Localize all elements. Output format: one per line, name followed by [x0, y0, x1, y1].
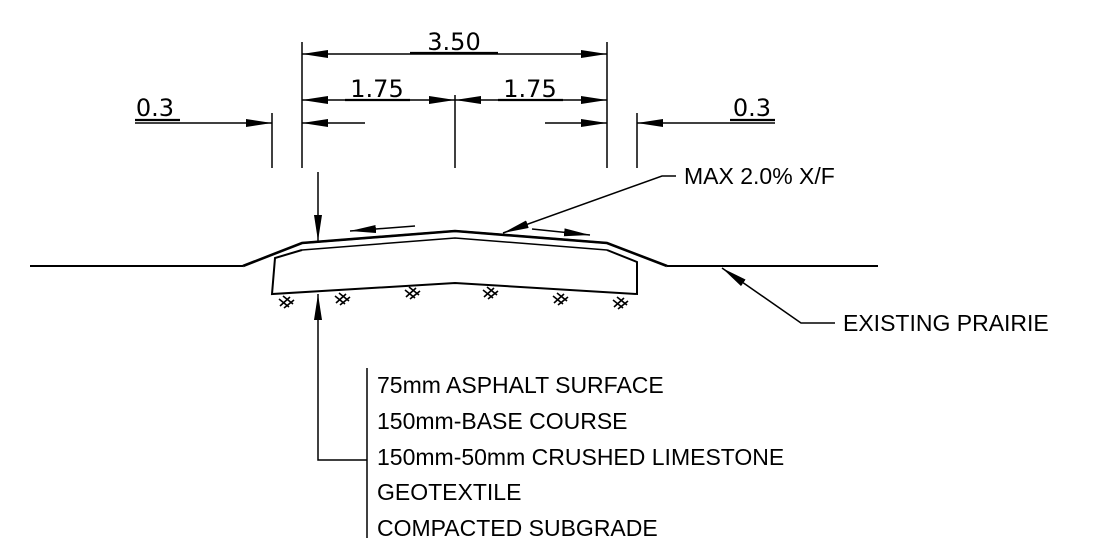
dim-right-shoulder-label: 0.3 [733, 94, 771, 122]
slope-note: MAX 2.0% X/F [684, 163, 835, 189]
layer-schedule: 75mm ASPHALT SURFACE 150mm-BASE COURSE 1… [317, 368, 784, 540]
layer-asphalt: 75mm ASPHALT SURFACE [377, 372, 664, 398]
dim-left-shoulder-label: 0.3 [136, 94, 174, 122]
dimension-total-width: 3.50 [301, 28, 608, 168]
ground-note: EXISTING PRAIRIE [843, 310, 1049, 336]
layer-geotextile: GEOTEXTILE [377, 479, 521, 505]
layer-crushed-limestone: 150mm-50mm CRUSHED LIMESTONE [377, 444, 784, 470]
dim-left-half-label: 1.75 [350, 75, 403, 103]
dim-right-half-label: 1.75 [503, 75, 556, 103]
pavement-section [30, 172, 878, 372]
layer-subgrade: COMPACTED SUBGRADE [377, 515, 658, 540]
layer-base-course: 150mm-BASE COURSE [377, 408, 628, 434]
dimension-shoulders: 0.3 0.3 [135, 94, 775, 168]
callout-slope: MAX 2.0% X/F [502, 163, 835, 234]
callout-ground: EXISTING PRAIRIE [721, 267, 1049, 336]
dimension-half-widths: 1.75 1.75 [302, 75, 607, 168]
dim-total-label: 3.50 [427, 28, 480, 56]
